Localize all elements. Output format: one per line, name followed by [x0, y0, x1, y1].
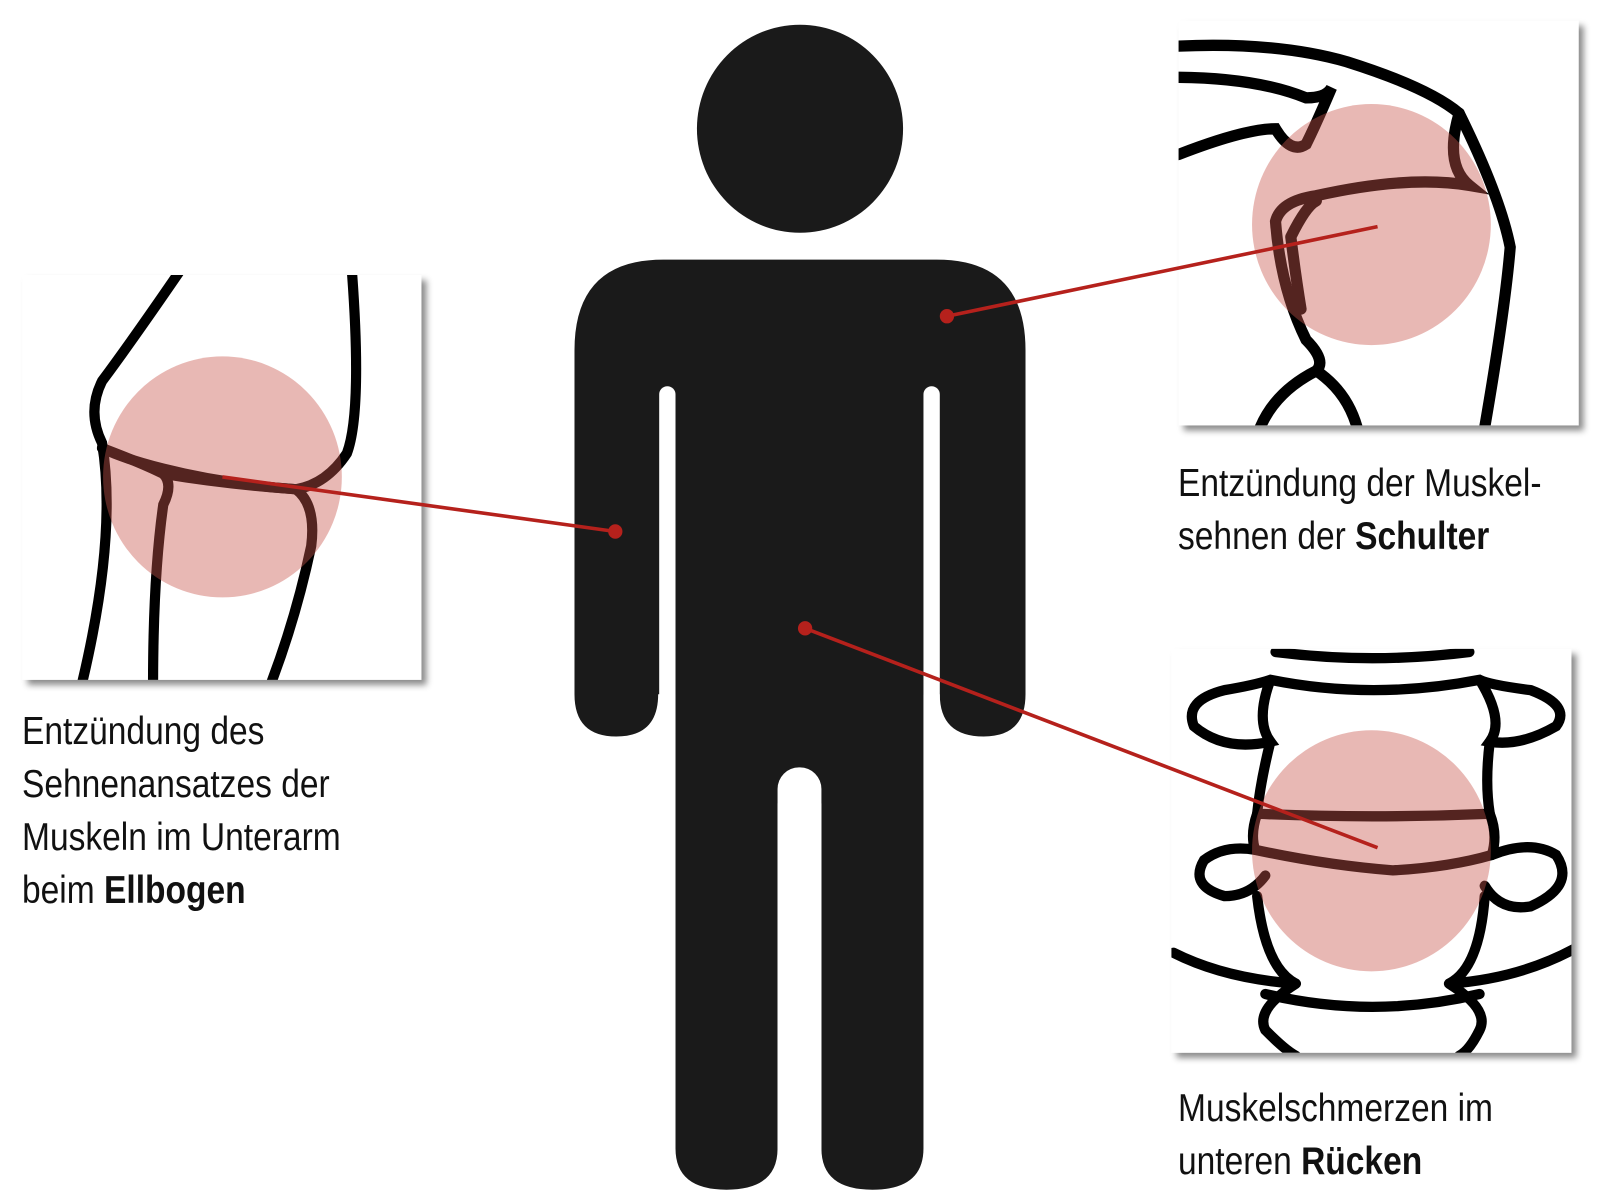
human-figure — [574, 24, 1026, 1200]
figure-right-arm-gap — [923, 386, 940, 799]
elbow-inset — [22, 275, 422, 680]
caption-line: Muskelschmerzen im — [1178, 1087, 1493, 1130]
back-inset — [1171, 648, 1572, 1053]
elbow-caption: Entzündung des Sehnenansatzes der Muskel… — [22, 705, 341, 917]
shoulder-caption: Entzündung der Muskel- sehnen der Schult… — [1178, 457, 1542, 563]
caption-keyword: Schulter — [1355, 515, 1490, 558]
caption-line: Entzündung der Muskel- — [1178, 462, 1542, 505]
back-pointer-line — [804, 626, 1379, 850]
figure-body — [574, 259, 1026, 1190]
back-inflammation — [1252, 730, 1491, 972]
caption-line: Entzündung des — [22, 710, 265, 753]
caption-keyword: Ellbogen — [104, 869, 246, 912]
caption-line: Sehnenansatzes der — [22, 763, 330, 806]
back-pointer-dot — [797, 621, 813, 636]
caption-line: Muskeln im Unterarm — [22, 816, 341, 859]
figure-left-arm-gap — [659, 386, 676, 799]
figure-head — [696, 24, 904, 233]
figure-leg-gap — [777, 767, 822, 1200]
shoulder-pointer-dot — [939, 309, 955, 324]
elbow-inflammation — [103, 356, 342, 598]
elbow-pointer-line — [222, 475, 616, 534]
shoulder-inflammation — [1252, 104, 1491, 346]
shoulder-pointer-line — [946, 224, 1378, 318]
pointers — [222, 224, 1379, 850]
shoulder-inset — [1178, 20, 1579, 426]
elbow-pointer-dot — [608, 524, 623, 539]
back-caption: Muskelschmerzen im unteren Rücken — [1178, 1082, 1493, 1188]
caption-keyword: Rücken — [1301, 1140, 1423, 1183]
caption-prefix: unteren — [1178, 1140, 1302, 1183]
caption-prefix: sehnen der — [1178, 515, 1356, 558]
caption-prefix: beim — [22, 869, 105, 912]
